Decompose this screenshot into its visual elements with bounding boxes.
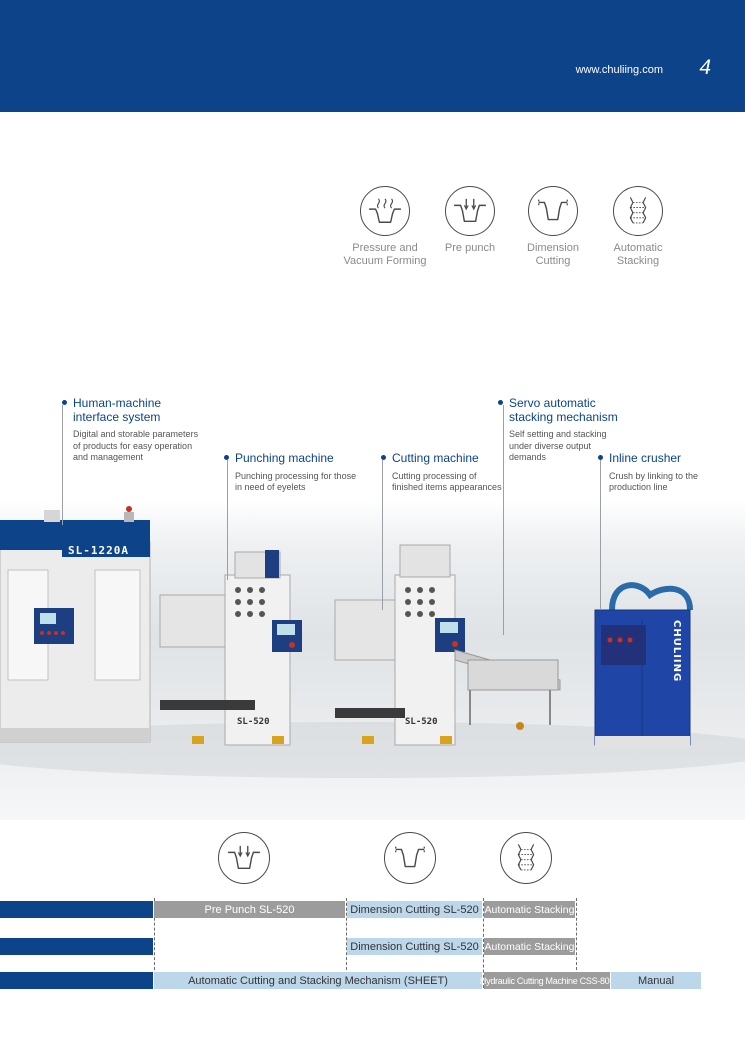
website-url[interactable]: www.chuliing.com [575,64,663,76]
bar-label: Automatic Stacking [484,940,575,953]
column-divider [346,898,347,970]
manual-bar: Manual [611,972,701,989]
feature-inline-crusher: Inline crusher Crush by linking to the p… [598,451,719,494]
feature-title: Punching machine [235,451,334,465]
feature-punching: Punching machine Punching processing for… [224,451,365,494]
automatic-stacking-bar: Automatic Stacking [484,938,575,955]
dimension-cutting-icon [528,186,578,236]
bar-label: Manual [637,974,675,987]
feature-cutting: Cutting machine Cutting processing of fi… [381,451,502,494]
process-pre-punch: Pre punch [420,186,520,255]
leader-line [227,460,228,580]
feature-title: Human-machine interface system [73,396,162,424]
feature-servo-stacking: Servo automatic stacking mechanism Self … [498,396,629,464]
leader-line [382,460,383,610]
page-number: 4 [699,56,711,79]
bar-label: Pre Punch SL-520 [204,903,295,916]
feature-description: Digital and storable parameters of produ… [73,429,199,462]
page-header: www.chuliing.com 4 [0,0,745,112]
column-divider [576,898,577,970]
leader-line [62,405,63,525]
production-line-photo: SL-1220A SL-520 SL-520 [0,500,745,820]
cutting-stacking-sheet-bar: Automatic Cutting and Stacking Mechanism… [154,972,482,989]
pre-punch-bar: Pre Punch SL-520 [154,901,345,918]
pre-punch-icon [218,832,270,884]
process-dimension-cutting: Dimension Cutting [503,186,603,267]
automatic-stacking-icon [613,186,663,236]
inline-crusher [594,582,693,748]
process-automatic-stacking: Automatic Stacking [588,186,688,267]
process-label: Pre punch [444,242,496,254]
process-pressure-vacuum-forming: Pressure and Vacuum Forming [335,186,435,267]
bullet-dot [62,400,67,405]
leader-line [503,405,504,635]
dimension-cutting-bar: Dimension Cutting SL-520 [347,938,482,955]
pressure-vacuum-forming-icon [360,186,410,236]
bar-label: Dimension Cutting SL-520 [350,903,479,916]
bar-label: Automatic Cutting and Stacking Mechanism… [188,974,448,987]
cutter-model-label: SL-520 [405,717,438,727]
process-label: Automatic Stacking [613,242,663,267]
feature-description: Self setting and stacking under diverse … [509,429,607,462]
bar-label: Automatic Stacking [484,903,575,916]
feature-title: Cutting machine [392,451,479,465]
punch-model-label: SL-520 [237,717,270,727]
punching-machine [159,550,302,746]
pre-punch-icon [445,186,495,236]
feature-hmi: Human-machine interface system Digital a… [62,396,203,464]
thermoforming-machine [0,506,151,743]
bar-label: Hydraulic Cutting Machine CSS-806 [479,975,615,986]
row-3-marker [0,972,153,989]
leader-line [600,460,601,610]
feature-title: Inline crusher [609,451,682,465]
automatic-stacking-bar: Automatic Stacking [484,901,575,918]
feature-title: Servo automatic stacking mechanism [509,396,618,424]
crusher-brand-label: CHULIING [671,620,682,682]
hydraulic-cutting-bar: Hydraulic Cutting Machine CSS-806 [480,972,614,989]
bullet-dot [224,455,229,460]
bullet-dot [598,455,603,460]
stacking-mechanism [454,649,561,730]
row-1-marker [0,901,153,918]
process-label: Dimension Cutting [527,242,579,267]
bullet-dot [381,455,386,460]
feature-description: Cutting processing of finished items app… [392,470,502,493]
feature-description: Punching processing for those in need of… [235,470,357,493]
automatic-stacking-icon [500,832,552,884]
row-2-marker [0,938,153,955]
former-model-label: SL-1220A [68,544,129,557]
bullet-dot [498,400,503,405]
column-divider [154,898,155,970]
bar-label: Dimension Cutting SL-520 [350,940,479,953]
column-divider [483,898,484,988]
process-label: Pressure and Vacuum Forming [343,242,427,267]
feature-description: Crush by linking to the production line [609,470,699,493]
cutting-machine [334,544,465,746]
dimension-cutting-icon [384,832,436,884]
dimension-cutting-bar: Dimension Cutting SL-520 [347,901,482,918]
